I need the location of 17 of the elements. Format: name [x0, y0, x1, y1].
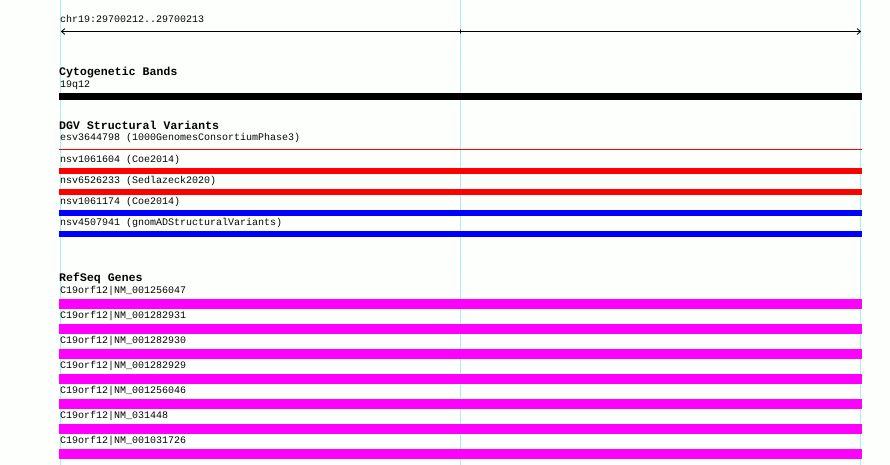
feature-label: 19q12 — [60, 80, 90, 91]
feature-label: nsv1061174 (Coe2014) — [60, 197, 180, 208]
feature-label: C19orf12|NM_001282931 — [60, 311, 186, 322]
track-title: DGV Structural Variants — [59, 121, 220, 133]
feature-label: C19orf12|NM_001256047 — [60, 286, 186, 297]
track-title: RefSeq Genes — [59, 273, 142, 285]
feature-label: nsv4507941 (gnomADStructuralVariants) — [60, 218, 282, 229]
feature-label: esv3644798 (1000GenomesConsortiumPhase3) — [60, 133, 300, 144]
track-title: Cytogenetic Bands — [59, 67, 178, 79]
feature-label: C19orf12|NM_001282930 — [60, 336, 186, 347]
feature-label: C19orf12|NM_001031726 — [60, 436, 186, 447]
feature-label: nsv1061604 (Coe2014) — [60, 155, 180, 166]
feature-label: nsv6526233 (Sedlazeck2020) — [60, 176, 216, 187]
feature-label: C19orf12|NM_001282929 — [60, 361, 186, 372]
coordinate-label: chr19:29700212..29700213 — [60, 15, 204, 26]
feature-label: C19orf12|NM_031448 — [60, 411, 168, 422]
feature-label: C19orf12|NM_001256046 — [60, 386, 186, 397]
